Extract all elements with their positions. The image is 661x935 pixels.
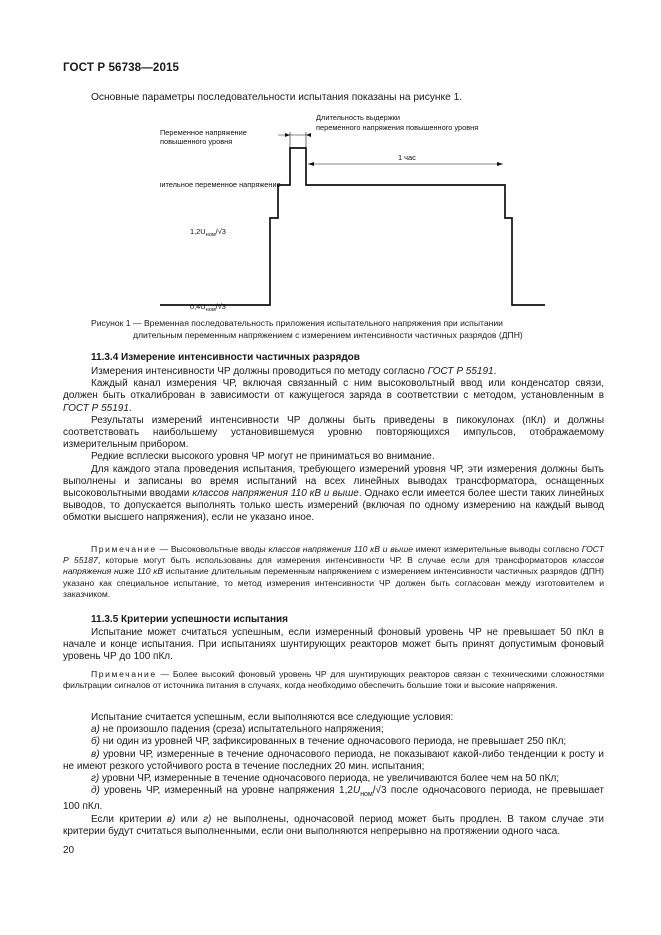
paragraph: Если критерии в) или г) не выполнены, од…: [63, 813, 604, 837]
figure-voltage-sequence: Длительность выдержки переменного напряж…: [160, 110, 580, 320]
paragraph: Каждый канал измерения ЧР, включая связа…: [63, 378, 604, 414]
paragraph: Испытание считается успешным, если выпол…: [91, 712, 454, 723]
note-1135: Примечание — Более высокий фоновый урове…: [63, 669, 604, 691]
voltage-time-curve: [160, 147, 545, 306]
note-label: Примечание: [91, 669, 157, 679]
paragraph: Измерения интенсивности ЧР должны провод…: [91, 366, 497, 377]
section-1135-body-1: Испытание может считаться успешным, если…: [63, 627, 604, 664]
section-title-1135: 11.3.5 Критерии успешности испытания: [91, 614, 289, 625]
list-item: д) уровень ЧР, измеренный на уровне напр…: [63, 785, 604, 813]
list-item: в) уровни ЧР, измеренные в течение одноч…: [63, 748, 604, 772]
label-high-voltage-2: повышенного уровня: [160, 137, 232, 146]
label-long-voltage: Длительное переменное напряжение: [160, 180, 281, 189]
paragraph: Испытание может считаться успешным, если…: [63, 627, 604, 663]
label-level-04: 0,4Uном/√3: [190, 302, 226, 313]
page-number: 20: [63, 845, 75, 856]
caption-line-2: длительным переменным напряжением с изме…: [133, 330, 523, 340]
intro-paragraph: Основные параметры последовательности ис…: [91, 92, 463, 103]
section-1135-body-2: Испытание считается успешным, если выпол…: [63, 712, 604, 838]
paragraph: Редкие всплески высокого уровня ЧР могут…: [91, 451, 435, 463]
paragraph: Для каждого этапа проведения испытания, …: [63, 463, 604, 524]
section-1134-body: Измерения интенсивности ЧР должны провод…: [63, 366, 604, 525]
note-1134: Примечание — Высоковольтные вводы классо…: [63, 544, 604, 599]
list-item: г) уровни ЧР, измеренные в течение одноч…: [91, 773, 560, 785]
voltage-sequence-diagram: Длительность выдержки переменного напряж…: [160, 113, 545, 313]
list-item: а) не произошло падения (среза) испытате…: [91, 724, 384, 736]
figure-caption: Рисунок 1 — Временная последовательность…: [91, 317, 591, 341]
page-header-standard-id: ГОСТ Р 56738—2015: [63, 61, 180, 74]
caption-line-1: Рисунок 1 — Временная последовательность…: [91, 318, 503, 328]
label-high-voltage-1: Переменное напряжение: [160, 128, 247, 137]
paragraph: Результаты измерений интенсивности ЧР до…: [63, 414, 604, 451]
label-one-hour: 1 час: [398, 153, 416, 162]
label-level-12: 1,2Uном/√3: [190, 227, 226, 238]
note-label: Примечание: [91, 544, 157, 554]
label-hold: Длительность выдержки: [316, 113, 400, 122]
label-hold-sub: переменного напряжения повышенного уровн…: [316, 123, 478, 132]
section-title-1134: 11.3.4 Измерение интенсивности частичных…: [91, 352, 360, 363]
list-item: б) ни один из уровней ЧР, зафиксированны…: [91, 736, 567, 748]
